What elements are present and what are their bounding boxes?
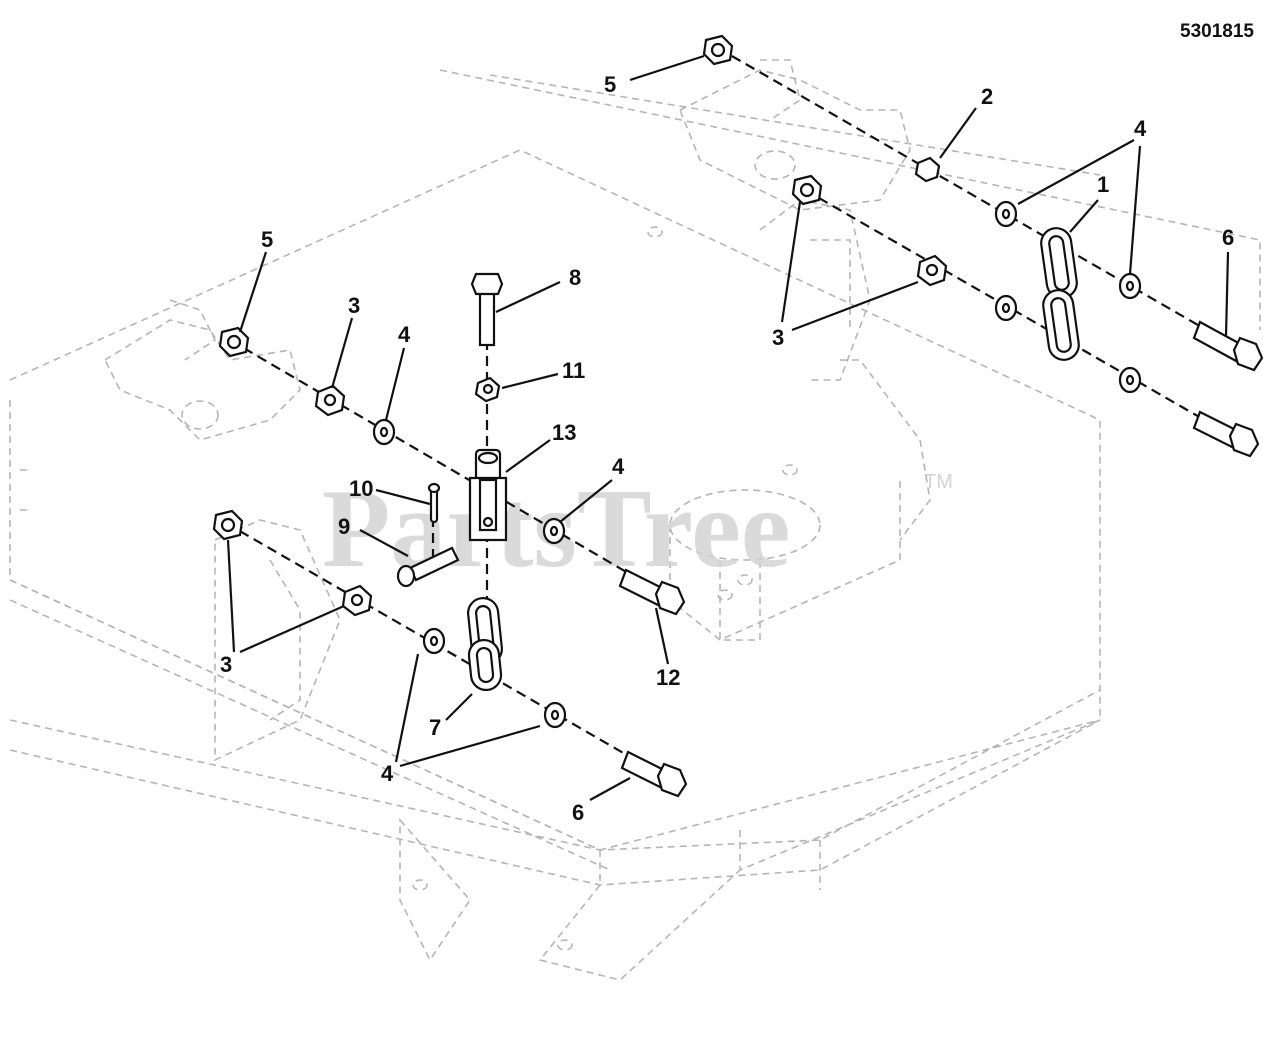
bolt-part-6-upper: [1192, 320, 1264, 372]
cotter-pin-part-10: [427, 482, 441, 524]
callout-8: 8: [569, 265, 581, 290]
document-number: 5301815: [1180, 21, 1254, 42]
callout-5-left: 5: [261, 227, 273, 252]
callout-labels: 5301815 1 2 3 3 3 4 4 4 4 5 5 6 6 7 8 9 …: [220, 21, 1254, 825]
bolt-part-8: [470, 272, 504, 347]
callout-2: 2: [981, 84, 993, 109]
callout-1: 1: [1097, 172, 1109, 197]
callout-3-right: 3: [772, 325, 784, 350]
callout-4-lower: 4: [381, 761, 394, 786]
flange-nut-part-3-top: [791, 174, 823, 206]
callout-5-right: 5: [604, 72, 616, 97]
watermark-trademark: TM: [924, 471, 953, 493]
nut-part-11: [474, 376, 501, 403]
callout-3-mid: 3: [348, 293, 360, 318]
bolt-part-6-left: [620, 750, 688, 798]
callout-6-lower: 6: [572, 800, 584, 825]
flange-nut-part-5-left: [218, 326, 250, 358]
mower-deck-outline: [9, 59, 1261, 981]
parts: [212, 34, 1264, 798]
clevis-part-13: [468, 448, 508, 542]
hex-nut-part-3-right: [916, 254, 948, 287]
chain-part-7: [467, 596, 503, 692]
bolt-part-12: [618, 568, 686, 616]
flange-nut-part-5-right: [702, 34, 734, 66]
callout-7: 7: [429, 715, 441, 740]
clevis-pin-part-9: [396, 546, 460, 588]
callout-11: 11: [562, 358, 585, 383]
hex-nut-part-3-lower: [341, 584, 373, 617]
assembly-centerlines: [225, 47, 1251, 781]
callout-13: 13: [552, 420, 576, 445]
callout-9: 9: [338, 514, 350, 539]
callout-4-center: 4: [612, 454, 625, 479]
callout-4-mid: 4: [398, 322, 411, 347]
callout-4-right: 4: [1134, 116, 1147, 141]
leader-lines: [226, 54, 1230, 801]
callout-6-right: 6: [1222, 225, 1234, 250]
callout-10: 10: [349, 476, 373, 501]
chain-part-1: [1040, 227, 1080, 361]
washers-part-4: [372, 200, 1142, 729]
callout-12: 12: [656, 665, 680, 690]
callout-3-left: 3: [220, 652, 232, 677]
hex-nut-part-3-mid: [314, 384, 346, 417]
nut-part-2: [914, 156, 941, 183]
flange-nut-part-3-left: [212, 509, 244, 541]
bolt-part-6-lower: [1192, 410, 1260, 458]
